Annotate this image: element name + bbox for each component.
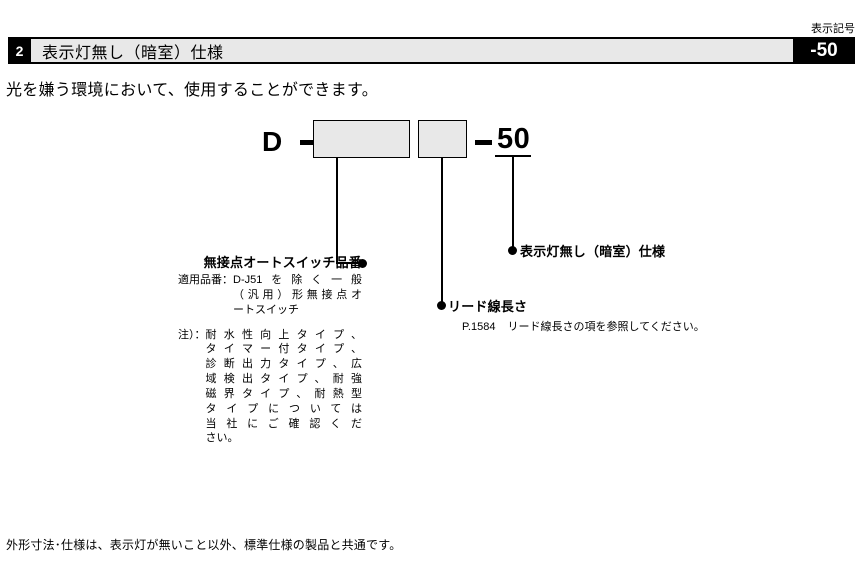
intro-description: 光を嫌う環境において、使用することができます。 (6, 82, 379, 99)
annotation-switch-note-line: タイプについては (205, 402, 363, 415)
annotation-switch-model-title: 無接点オートスイッチ品番 (203, 255, 362, 270)
annotation-switch-note: 注）： 耐水性向上タイプ、 タイマー付タイプ、 診断出力タイプ、広 域検出タイプ… (178, 328, 362, 447)
annotation-switch-note-line: 当社にご確認くだ (205, 417, 363, 430)
part-number-suffix-code: 50 (497, 123, 531, 155)
leader-dot-lead-wire (437, 301, 446, 310)
section-title: 表示灯無し（暗室）仕様 (42, 44, 224, 62)
annotation-lead-wire-page-number: P.1584 (462, 321, 496, 333)
part-number-dash-1 (300, 140, 317, 145)
part-number-dash-2 (475, 140, 492, 145)
annotation-switch-model: 無接点オートスイッチ品番 適用品番： D-J51を除く一般 （汎用）形無接点オ … (178, 252, 362, 446)
annotation-switch-note-line: タイマー付タイプ、 (205, 343, 363, 356)
annotation-switch-spec-value: D-J51を除く一般 （汎用）形無接点オ ートスイッチ (233, 273, 362, 318)
annotation-switch-note-line: さい。 (205, 432, 239, 445)
symbol-code-badge: -50 (793, 37, 855, 64)
leader-line-switch-model-vertical (336, 158, 338, 263)
annotation-switch-note-line: 診断出力タイプ、広 (205, 358, 363, 371)
annotation-switch-spec-line: （汎用）形無接点オ (233, 288, 362, 301)
annotation-darkroom-title: 表示灯無し（暗室）仕様 (520, 244, 666, 259)
leader-line-switch-model-horizontal (336, 262, 362, 264)
annotation-switch-spec-line: D-J51を除く一般 (233, 274, 362, 286)
part-number-field-switch-model (313, 120, 410, 158)
page-footnote: 外形寸法･仕様は、表示灯が無いこと以外、標準仕様の製品と共通です。 (6, 538, 402, 552)
annotation-switch-note-line: 耐水性向上タイプ、 (205, 328, 363, 341)
part-number-field-lead-length (418, 120, 467, 158)
leader-dot-switch-model (358, 259, 367, 268)
leader-line-darkroom-vertical (512, 155, 514, 250)
annotation-switch-spec-label: 適用品番： (178, 274, 233, 286)
annotation-lead-wire: リード線長さ P.1584 リード線長さの項を参照してください。 (448, 296, 705, 334)
annotation-lead-wire-reference: P.1584 リード線長さの項を参照してください。 (448, 318, 705, 334)
leader-dot-darkroom (508, 246, 517, 255)
annotation-lead-wire-reference-text: リード線長さの項を参照してください。 (507, 321, 705, 333)
annotation-switch-applicable-model: 適用品番： D-J51を除く一般 （汎用）形無接点オ ートスイッチ (178, 273, 362, 318)
annotation-switch-note-value: 耐水性向上タイプ、 タイマー付タイプ、 診断出力タイプ、広 域検出タイプ、耐強 … (206, 328, 363, 447)
annotation-switch-spec-line: ートスイッチ (233, 303, 299, 316)
section-number-badge: 2 (8, 37, 31, 64)
annotation-lead-wire-title: リード線長さ (448, 299, 528, 314)
part-number-prefix-letter: D (262, 126, 283, 157)
section-header-bar (8, 37, 855, 64)
annotation-switch-note-line: 域検出タイプ、耐強 (205, 373, 363, 386)
annotation-switch-note-label: 注）： (178, 328, 206, 341)
annotation-switch-note-line: 磁界タイプ、耐熱型 (205, 387, 363, 400)
symbol-code-caption: 表示記号 (811, 23, 855, 35)
leader-line-lead-wire-vertical (441, 158, 443, 305)
